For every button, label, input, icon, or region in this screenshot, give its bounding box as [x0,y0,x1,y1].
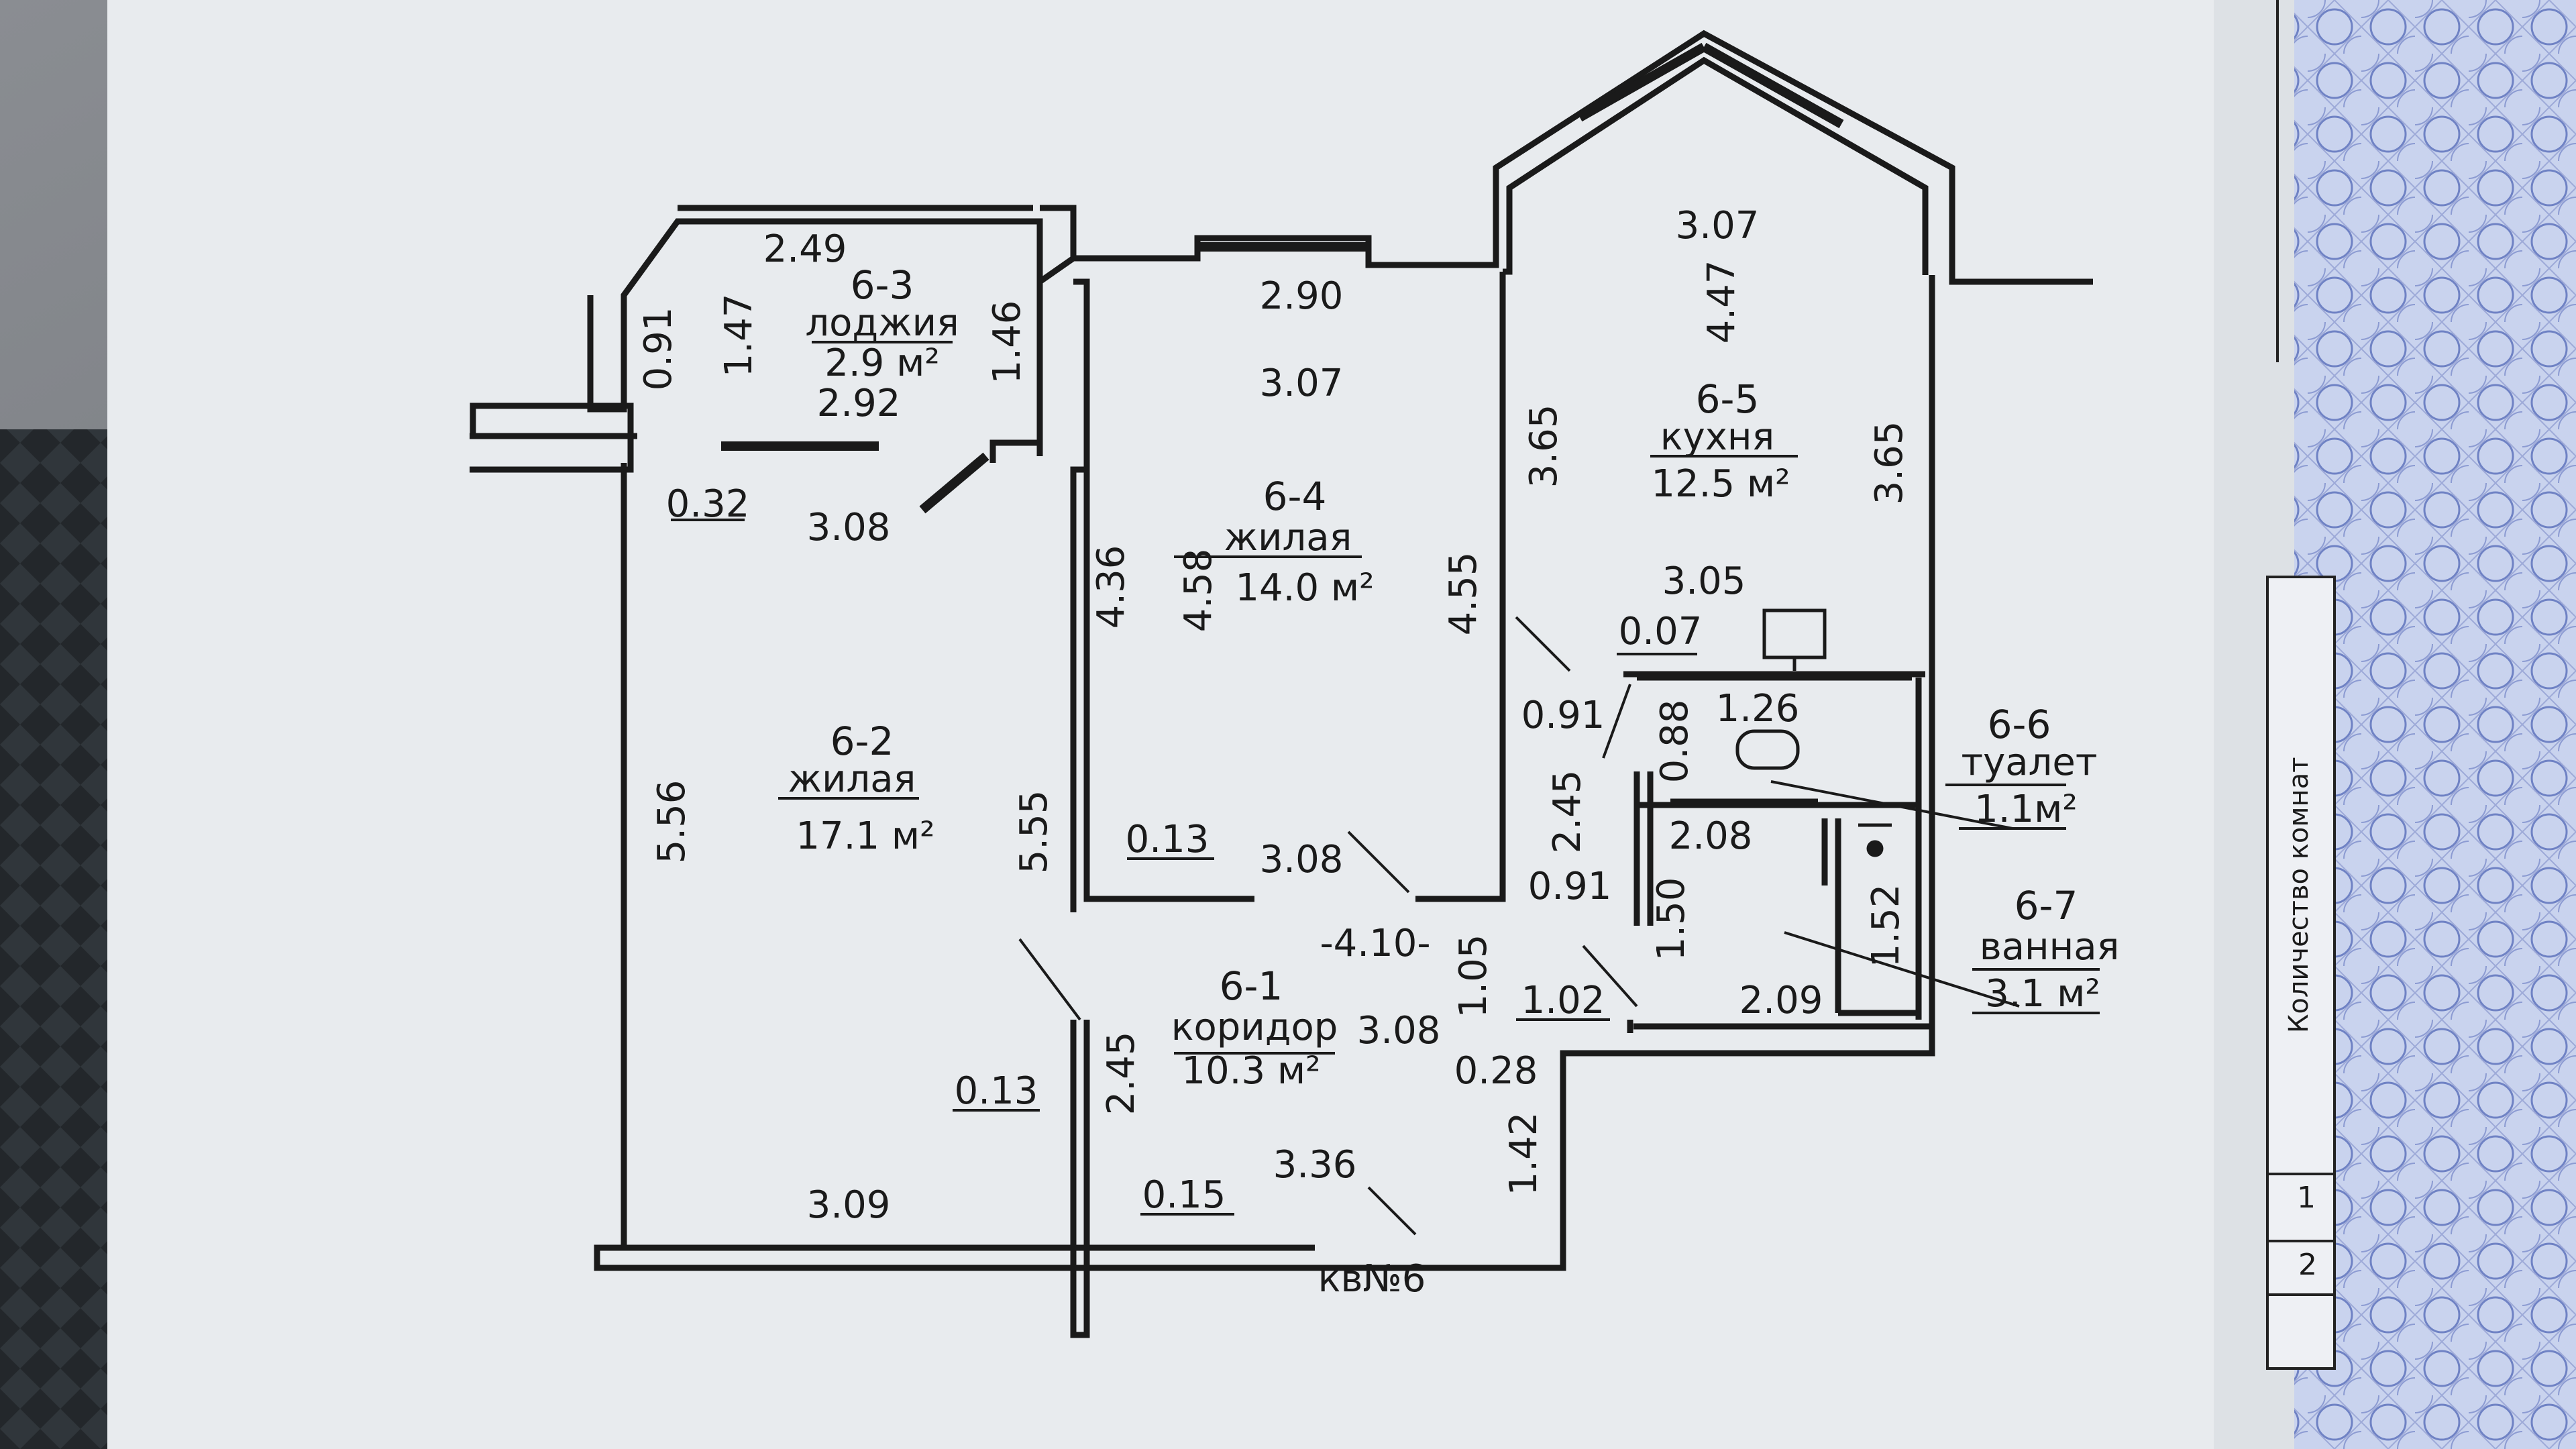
room-name: лоджия [805,301,959,345]
door-lines [1018,616,2100,1236]
dim: 1.52 [1864,884,1908,968]
room-6-1: 6-1 коридор 10.3 м² [1171,963,1338,1093]
room-name: жилая [1224,516,1352,559]
dim: 2.49 [763,227,847,271]
apartment-label: кв№6 [1318,1257,1426,1301]
room-name: туалет [1962,741,2098,784]
dim: 4.55 [1442,552,1485,636]
room-id: 6-1 [1220,963,1283,1009]
dim: 2.92 [817,382,901,425]
certificate-sheet [2294,0,2576,1449]
dim: 0.88 [1653,700,1697,784]
dim: 2.45 [1099,1032,1143,1116]
dim: 1.02 [1521,979,1605,1022]
dim: 1.26 [1716,687,1800,731]
certificate-form [2266,576,2336,1370]
dim: 3.36 [1273,1143,1357,1187]
dim: 5.56 [650,780,694,864]
dim: 3.08 [807,506,891,549]
dim: 1.50 [1650,877,1693,961]
room-6-6: 6-6 туалет 1.1м² [1962,702,2098,831]
room-name: кухня [1660,415,1774,459]
dim: 0.28 [1454,1049,1538,1093]
walls [470,30,2093,1338]
room-name: жилая [788,757,916,801]
room-area: 1.1м² [1974,788,2078,831]
room-6-7: 6-7 ванная 3.1 м² [1980,883,2120,1016]
room-area: 2.9 м² [824,341,940,385]
dim: 2.45 [1546,770,1589,854]
paper-sheet [107,0,2294,1449]
dim: 3.65 [1522,405,1566,488]
dim: 0.91 [637,307,680,391]
windows [721,42,1844,514]
dim: 0.91 [1521,694,1605,737]
dim: 3.08 [1357,1009,1441,1053]
room-id: 6-2 [830,718,894,764]
dim: 3.05 [1662,559,1746,603]
room-id: 6-4 [1263,474,1327,519]
room-area: 3.1 м² [1985,972,2100,1016]
dim: 2.90 [1260,274,1344,318]
dim: 3.09 [807,1183,891,1227]
dim: 0.32 [666,482,750,526]
room-6-2: 6-2 жилая 17.1 м² [788,718,935,858]
certificate-title: Количество комнат [2284,757,2314,1033]
room-area: 12.5 м² [1651,462,1790,506]
dim: 1.47 [717,294,761,378]
certificate-row-2: 2 [2298,1248,2317,1282]
carbon-surface [0,429,127,1449]
dim: 0.13 [1126,818,1210,861]
dim: 1.05 [1452,934,1495,1018]
dim: 0.07 [1619,610,1703,653]
dim: -4.10- [1320,922,1430,965]
dim: 0.15 [1142,1173,1226,1217]
dim: 1.46 [985,301,1029,384]
room-name: коридор [1171,1006,1338,1049]
tap-icon [1866,840,1884,857]
toilet-icon [1735,729,1800,770]
dim: 2.08 [1669,814,1753,858]
dim: 2.09 [1739,979,1823,1022]
dim: 3.65 [1868,421,1911,505]
room-6-3: 6-3 лоджия 2.9 м² [805,262,959,385]
room-id: 6-3 [851,262,914,308]
dim: 4.36 [1089,545,1133,629]
room-id: 6-5 [1696,376,1760,422]
room-6-4: 6-4 жилая 14.0 м² [1224,474,1375,610]
dim: 4.58 [1177,549,1220,633]
dim: 1.42 [1502,1112,1546,1196]
dim: 3.07 [1676,204,1760,248]
room-name: ванная [1980,925,2120,969]
dim: 3.08 [1260,838,1344,881]
room-6-5: 6-5 кухня 12.5 м² [1651,376,1790,506]
dim: 0.13 [955,1069,1038,1113]
dim: 3.07 [1260,362,1344,405]
room-id: 6-6 [1988,702,2051,747]
room-area: 10.3 м² [1181,1049,1320,1093]
dim: 0.91 [1528,865,1612,908]
room-area: 14.0 м² [1235,566,1374,610]
certificate-row-1: 1 [2297,1181,2316,1215]
fixtures [1735,608,1892,857]
underlines [671,341,2100,1216]
dim: 4.47 [1700,260,1743,344]
room-area: 17.1 м² [796,814,934,858]
room-id: 6-7 [2015,883,2078,928]
dim: 5.55 [1012,790,1056,874]
